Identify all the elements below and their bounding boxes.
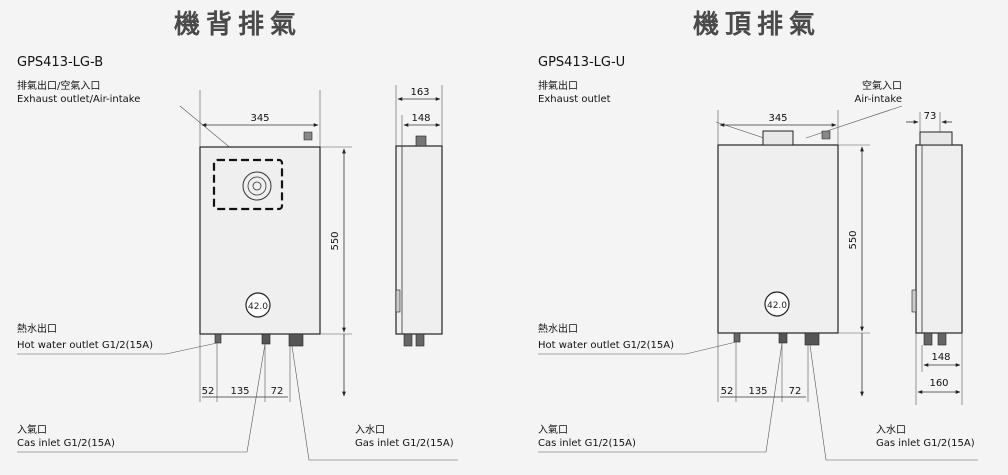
- left-hot-water-label-en: Hot water outlet G1/2(15A): [17, 340, 153, 351]
- left-gas-inlet-label-zh: 入氣口: [17, 423, 47, 436]
- left-side-body: [395, 145, 443, 335]
- left-exhaust-label-en: Exhaust outlet/Air-intake: [17, 94, 140, 105]
- right-air-label-en: Air-intake: [855, 94, 902, 105]
- right-dim-b2: 135: [748, 386, 767, 397]
- right-air-label-zh: 空氣入口: [862, 79, 902, 92]
- right-gas-inlet-label-zh: 入氣口: [538, 423, 568, 436]
- right-gas-pipe: [778, 332, 788, 344]
- right-display-value: 42.0: [767, 301, 787, 311]
- right-dim-side-outer: 160: [929, 378, 948, 389]
- right-dim-top-depth: 73: [924, 111, 937, 122]
- right-hot-water-label-zh: 熱水出口: [538, 322, 578, 335]
- left-title: 機背排氣: [174, 9, 302, 40]
- right-water-inlet-label-en: Gas inlet G1/2(15A): [876, 438, 975, 449]
- right-dim-b3: 72: [789, 386, 802, 397]
- left-panel: 機背排氣 GPS413-LG-B 排氣出口/空氣入口 Exhaust outle…: [17, 9, 458, 461]
- left-dim-b2: 135: [230, 386, 249, 397]
- left-side-top-bracket: [415, 135, 427, 147]
- left-hot-water-pipe: [214, 333, 222, 344]
- right-panel: 機頂排氣 GPS413-LG-U 排氣出口 Exhaust outlet 空氣入…: [538, 9, 978, 461]
- right-model: GPS413-LG-U: [538, 55, 625, 70]
- right-gas-inlet-label-en: Cas inlet G1/2(15A): [538, 438, 636, 449]
- left-gas-inlet-label-en: Cas inlet G1/2(15A): [17, 438, 115, 449]
- right-dim-width: 345: [768, 113, 787, 124]
- left-dim-height: 550: [330, 231, 341, 250]
- right-water-inlet-label-zh: 入水口: [876, 424, 906, 436]
- left-display-value: 42.0: [248, 302, 268, 312]
- right-display-badge: [764, 291, 790, 317]
- left-gas-pipe: [261, 333, 271, 345]
- right-exhaust-label-en: Exhaust outlet: [538, 94, 611, 105]
- left-dim-width: 345: [250, 113, 269, 124]
- left-front-body: [199, 146, 321, 335]
- left-exhaust-label-zh: 排氣出口/空氣入口: [17, 79, 100, 92]
- right-dim-height: 550: [848, 230, 859, 249]
- right-water-pipe: [804, 332, 820, 346]
- right-hot-water-pipe: [733, 332, 741, 343]
- right-hot-water-label-en: Hot water outlet G1/2(15A): [538, 340, 674, 351]
- right-title: 機頂排氣: [693, 9, 821, 40]
- right-dim-b1: 52: [721, 386, 734, 397]
- right-exhaust-label-zh: 排氣出口: [538, 79, 578, 92]
- left-top-bracket: [303, 131, 313, 141]
- left-dim-b1: 52: [202, 386, 215, 397]
- left-water-inlet-label-en: Gas inlet G1/2(15A): [355, 438, 454, 449]
- left-exhaust-dashed-outline: [212, 158, 284, 211]
- left-hot-water-label-zh: 熱水出口: [17, 322, 57, 335]
- right-side-top-flue: [919, 131, 953, 146]
- left-dim-b3: 72: [271, 386, 284, 397]
- right-dim-side-inner: 148: [931, 352, 950, 363]
- left-dim-side-inner: 148: [411, 113, 430, 124]
- right-top-flue: [762, 130, 794, 146]
- left-water-inlet-label-zh: 入水口: [355, 424, 385, 436]
- left-fan-icon: [242, 171, 272, 201]
- right-side-body: [915, 144, 963, 334]
- left-display-badge: [245, 292, 271, 318]
- left-water-pipe: [288, 333, 304, 347]
- left-model: GPS413-LG-B: [17, 55, 103, 70]
- left-dim-side-outer: 163: [410, 87, 429, 98]
